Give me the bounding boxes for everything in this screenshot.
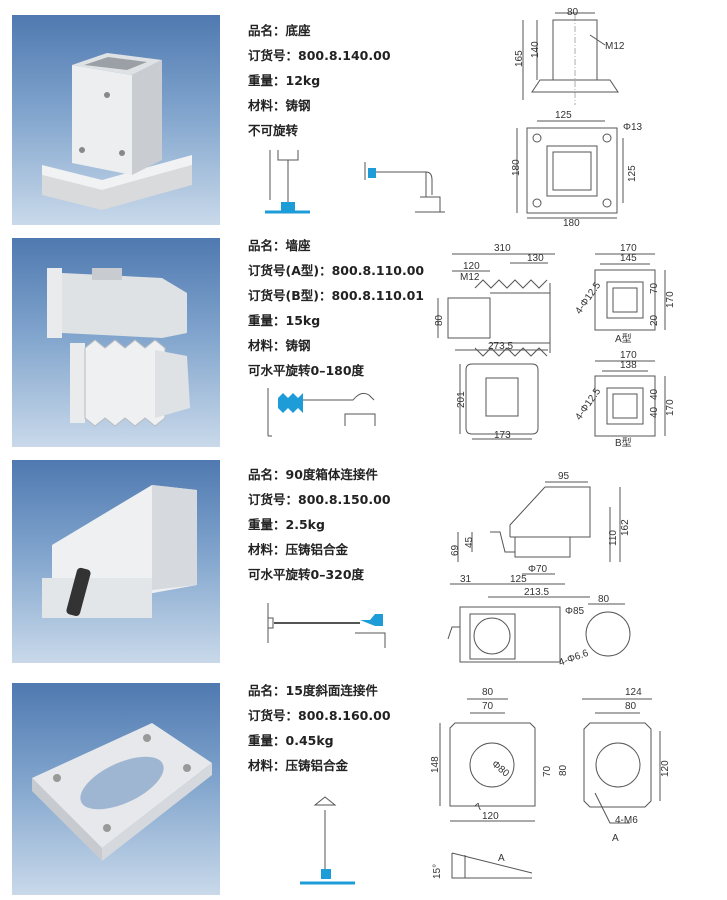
dim-label: 125	[555, 110, 572, 121]
product-photo-base	[12, 15, 220, 225]
dim-label: 70	[542, 765, 553, 777]
dim-label: 170	[620, 243, 637, 254]
product-photo-wall-mount	[12, 238, 220, 447]
dim-label: 165	[514, 50, 525, 67]
dim-label: 162	[620, 519, 631, 536]
dim-label: 170	[665, 291, 676, 308]
dim-label: 124	[625, 687, 642, 698]
dim-label: 40	[649, 388, 660, 400]
order-number: 订货号：800.8.140.00	[248, 48, 391, 63]
product-specs: 品名：墙座 订货号(A型)：800.8.110.00 订货号(B型)：800.8…	[248, 233, 424, 383]
dim-label: 125	[510, 574, 527, 585]
dim-label: 130	[527, 253, 544, 264]
dim-label: Φ70	[528, 564, 548, 575]
dim-label: 120	[660, 760, 671, 777]
product-specs: 品名：90度箱体连接件 订货号：800.8.150.00 重量：2.5kg 材料…	[248, 462, 391, 587]
dim-label: 7	[474, 801, 486, 813]
view-label: A	[498, 853, 505, 864]
order-number-b: 订货号(B型)：800.8.110.01	[248, 288, 424, 303]
dim-label: 95	[558, 471, 570, 482]
dim-label: 70	[649, 282, 660, 294]
drawing-base-top: 125 Φ13 180 125 180	[511, 110, 643, 228]
dim-label: 120	[463, 261, 480, 272]
dim-label: 125	[627, 165, 638, 182]
mounting-pictogram	[300, 796, 355, 885]
drawing-wall-mount-a-b: 170 145 4-Φ12.5 170 70 20 A型 170 138 4-Φ…	[573, 243, 676, 448]
product-name: 品名：15度斜面连接件	[248, 683, 378, 698]
dim-label: Φ85	[565, 606, 585, 617]
dim-label: 80	[598, 594, 610, 605]
material: 材料：压铸铝合金	[248, 542, 349, 557]
dim-label: 31	[460, 574, 472, 585]
dim-label: 4-Φ12.5	[573, 280, 603, 316]
material: 材料：铸钢	[248, 98, 311, 113]
dim-label: M12	[460, 272, 480, 283]
product-specs: 品名：15度斜面连接件 订货号：800.8.160.00 重量：0.45kg 材…	[248, 678, 391, 778]
dim-label: 20	[649, 314, 660, 326]
product-photo-15-degree-connector	[12, 683, 220, 895]
order-number-a: 订货号(A型)：800.8.110.00	[248, 263, 425, 278]
material: 材料：铸钢	[248, 338, 311, 353]
product-name: 品名：墙座	[248, 238, 311, 253]
product-photo-90-degree-connector	[12, 460, 220, 663]
view-label: B型	[615, 436, 632, 448]
dim-label: 4-Φ6.6	[557, 648, 590, 667]
dim-label: 170	[665, 399, 676, 416]
dim-label: 170	[620, 350, 637, 361]
dim-label: 180	[511, 159, 522, 176]
mounting-pictogram	[267, 603, 386, 648]
dim-label: 80	[558, 764, 569, 776]
order-number: 订货号：800.8.160.00	[248, 708, 391, 723]
dim-label: 120	[482, 811, 499, 822]
view-label: A	[612, 833, 619, 844]
dim-label: M12	[605, 41, 625, 52]
dim-label: 80	[567, 7, 579, 18]
mounting-pictogram	[267, 388, 376, 437]
dim-label: 140	[530, 41, 541, 58]
mounting-pictogram	[265, 150, 445, 214]
dim-label: 80	[625, 701, 637, 712]
product-specs: 品名：底座 订货号：800.8.140.00 重量：12kg 材料：铸钢 不可旋…	[248, 18, 391, 143]
dim-label: 80	[482, 687, 494, 698]
product-name: 品名：90度箱体连接件	[248, 467, 378, 482]
dim-label: 180	[563, 218, 580, 228]
dim-label: 40	[649, 406, 660, 418]
weight: 重量：12kg	[248, 73, 321, 88]
dim-label: 110	[608, 530, 619, 546]
drawing-wall-mount-side: 310 120 130 M12 80 273.5 201 173	[434, 243, 555, 441]
dim-label: 80	[434, 314, 445, 326]
drawing-15-degree-top: 80 70 Φ80 148 70 80 7 120 124 80 120 4-M…	[430, 687, 671, 879]
rotation: 可水平旋转0–320度	[248, 567, 365, 582]
dim-label: Φ80	[489, 759, 511, 780]
dim-label: Φ13	[623, 122, 643, 133]
rotation: 可水平旋转0–180度	[248, 363, 365, 378]
product-name: 品名：底座	[248, 23, 311, 38]
dim-label: 70	[482, 701, 494, 712]
order-number: 订货号：800.8.150.00	[248, 492, 391, 507]
dim-label: 148	[430, 756, 441, 773]
drawing-base-side: 80 165 140 M12	[514, 7, 625, 105]
view-label: A型	[615, 332, 632, 345]
dim-label: 173	[494, 430, 511, 441]
dim-label: 310	[494, 243, 511, 254]
dim-label: 213.5	[524, 587, 549, 598]
rotation: 不可旋转	[248, 123, 299, 138]
weight: 重量：0.45kg	[248, 733, 334, 748]
dim-label: 201	[456, 391, 467, 408]
weight: 重量：15kg	[248, 313, 321, 328]
material: 材料：压铸铝合金	[248, 758, 349, 773]
dim-label: 45	[464, 536, 475, 548]
dim-label: 4-Φ12.5	[573, 386, 603, 422]
dim-label: 138	[620, 360, 637, 371]
dim-label: 273.5	[488, 341, 513, 352]
dim-label: 4-M6	[615, 815, 638, 826]
drawing-90-degree-side: 95 69 45 110 162 Φ70 31 125 213.5 80 Φ85…	[447, 471, 631, 667]
dim-label: 145	[620, 253, 637, 264]
dim-label: 15°	[432, 864, 443, 879]
weight: 重量：2.5kg	[248, 517, 325, 532]
dim-label: 69	[450, 544, 461, 556]
